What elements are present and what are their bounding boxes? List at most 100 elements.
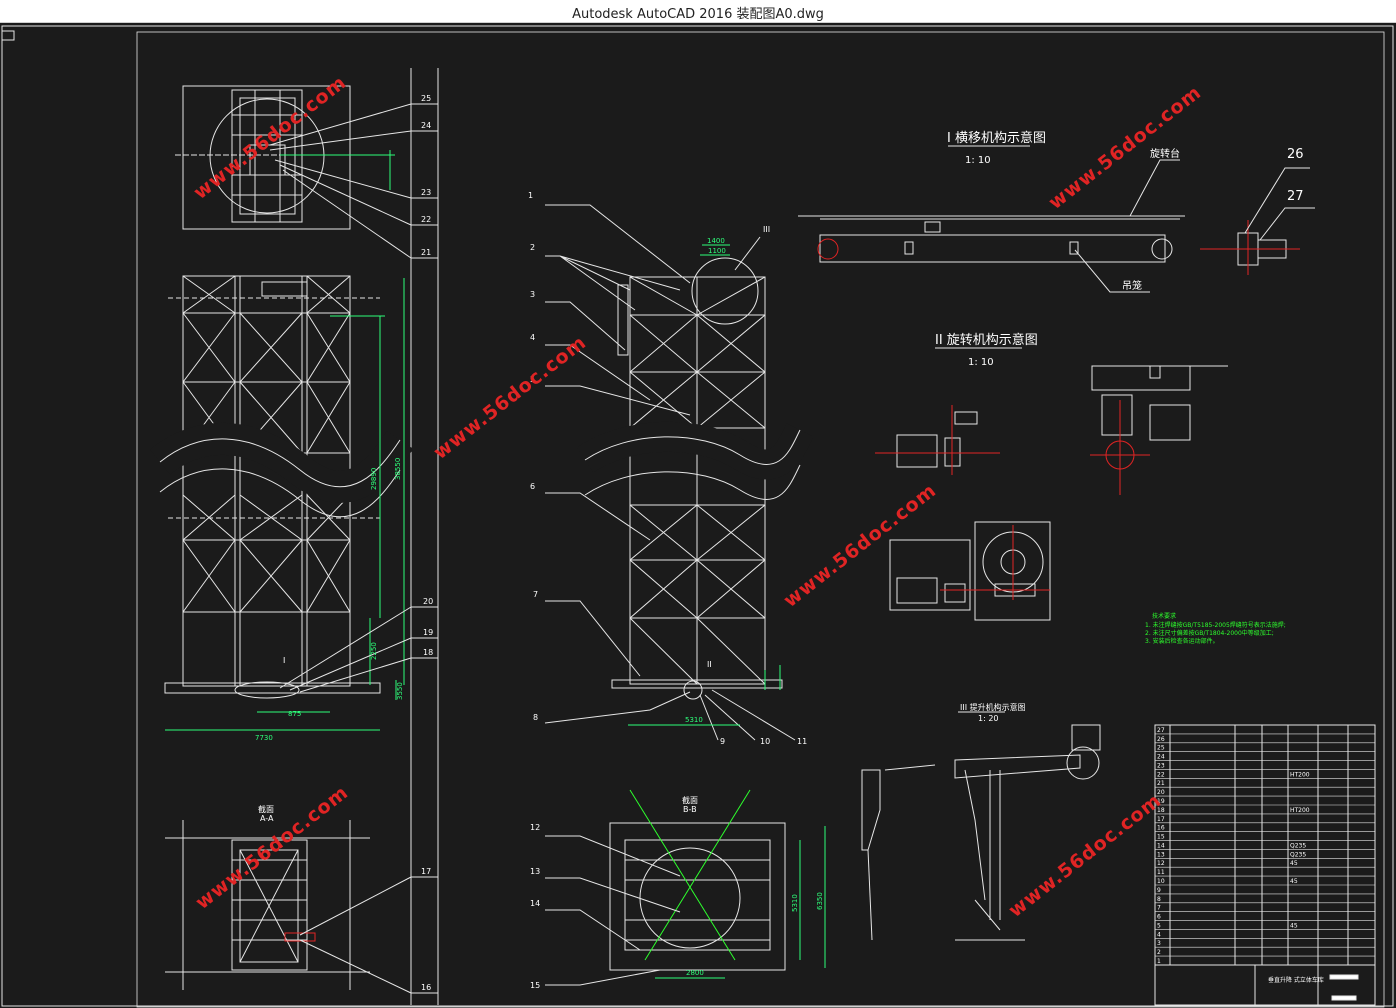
- callout-22: 22: [421, 215, 431, 224]
- parts-list-row-number: 19: [1157, 798, 1165, 805]
- parts-list-row-number: 20: [1157, 789, 1165, 796]
- detail-III-lifting: [861, 711, 1101, 941]
- callout-1: 1: [528, 191, 533, 200]
- callout-7: 7: [533, 590, 538, 599]
- callout-8: 8: [533, 713, 538, 722]
- callout-24: 24: [421, 121, 431, 130]
- dim-2800: 2800: [686, 969, 704, 977]
- callout-14: 14: [530, 899, 540, 908]
- watermark-5: www.56doc.com: [192, 781, 353, 914]
- dim-2250: 2250: [370, 642, 378, 660]
- callout-20: 20: [423, 597, 433, 606]
- parts-list-row-number: 22: [1157, 771, 1165, 778]
- dim-1100: 1100: [708, 247, 726, 255]
- watermark-6: www.56doc.com: [1005, 789, 1166, 922]
- parts-list-row-number: 2: [1157, 949, 1161, 956]
- front-elevation-right: [544, 204, 814, 741]
- parts-list-material: 45: [1290, 878, 1298, 885]
- detail-I-transverse: [798, 145, 1315, 293]
- tech-req-line-2: 2. 未注尺寸偏差按GB/T1804-2000中等级加工;: [1145, 629, 1274, 637]
- callout-2: 2: [530, 243, 535, 252]
- tech-req-line-1: 1. 未注焊缝按GB/T5185-2005焊缝符号表示法施焊;: [1145, 621, 1286, 629]
- watermark-2: www.56doc.com: [430, 331, 591, 464]
- window-title: Autodesk AutoCAD 2016 装配图A0.dwg: [572, 7, 824, 22]
- parts-list-row-number: 17: [1157, 816, 1165, 823]
- drawing-border: [1, 25, 1394, 1007]
- parts-list-row-number: 9: [1157, 887, 1161, 894]
- viewport-icon[interactable]: [1, 30, 15, 41]
- parts-list-row-number: 24: [1157, 754, 1165, 761]
- section-aa-sub: A-A: [260, 814, 274, 823]
- section-bb-sub: B-B: [683, 805, 697, 814]
- callout-11: 11: [797, 737, 807, 746]
- parts-list-row-number: 27: [1157, 727, 1165, 734]
- parts-list-row-number: 10: [1157, 878, 1165, 885]
- callout-25: 25: [421, 94, 431, 103]
- parts-list-material: 45: [1290, 922, 1298, 929]
- tech-req-title: 技术要求: [1152, 612, 1176, 620]
- parts-list-row-number: 26: [1157, 736, 1165, 743]
- parts-list-row-number: 7: [1157, 905, 1161, 912]
- callout-15: 15: [530, 981, 540, 990]
- callout-9: 9: [720, 737, 725, 746]
- callout-19: 19: [423, 628, 433, 637]
- watermark-1: www.56doc.com: [190, 71, 351, 204]
- parts-list-material: Q235: [1290, 842, 1306, 849]
- callout-16: 16: [421, 983, 431, 992]
- detail-I-scale: 1: 10: [965, 155, 991, 166]
- marker-II: II: [707, 660, 712, 669]
- callout-4: 4: [530, 333, 535, 342]
- callout-10: 10: [760, 737, 770, 746]
- callout-12: 12: [530, 823, 540, 832]
- callout-5: 5: [530, 375, 535, 384]
- dim-38550: 38550: [394, 458, 402, 480]
- parts-list-row-number: 1: [1157, 958, 1161, 965]
- dim-29890: 29890: [370, 468, 378, 490]
- label-cage: 吊笼: [1122, 279, 1142, 292]
- section-bb-view: [545, 789, 826, 986]
- parts-list-row-number: 12: [1157, 860, 1165, 867]
- dim-3550: 3550: [396, 682, 404, 700]
- parts-list-row-number: 13: [1157, 851, 1165, 858]
- parts-list-numbers: 2726252423222120191817161514131211109876…: [1157, 727, 1310, 965]
- marker-III: III: [763, 225, 770, 234]
- section-aa-title: 截面: [258, 804, 274, 814]
- parts-list-material: Q235: [1290, 851, 1306, 858]
- parts-list-row-number: 21: [1157, 780, 1165, 787]
- callout-27: 27: [1287, 189, 1304, 204]
- detail-II-rotation: [875, 347, 1228, 621]
- callout-21: 21: [421, 248, 431, 257]
- dim-6350: 6350: [816, 892, 824, 910]
- parts-list-row-number: 23: [1157, 762, 1165, 769]
- title-bar: Autodesk AutoCAD 2016 装配图A0.dwg: [0, 0, 1396, 23]
- parts-list-row-number: 3: [1157, 940, 1161, 947]
- parts-list-material: HT200: [1290, 807, 1310, 814]
- parts-list-row-number: 25: [1157, 745, 1165, 752]
- plan-view-top: [175, 85, 412, 259]
- dim-5310: 5310: [685, 716, 703, 724]
- detail-III-scale: 1: 20: [978, 714, 999, 723]
- title-block: [1154, 724, 1376, 1006]
- marker-I: I: [283, 656, 285, 665]
- parts-list-row-number: 5: [1157, 922, 1161, 929]
- callout-13: 13: [530, 867, 540, 876]
- watermark-4: www.56doc.com: [780, 479, 941, 612]
- callout-3: 3: [530, 290, 535, 299]
- dim-5310-bb: 5310: [791, 894, 799, 912]
- parts-list-row-number: 16: [1157, 825, 1165, 832]
- section-aa-view: [165, 820, 412, 994]
- callout-18: 18: [423, 648, 433, 657]
- parts-list-row-number: 6: [1157, 914, 1161, 921]
- detail-III-title: III 提升机构示意图: [960, 702, 1026, 712]
- callout-6: 6: [530, 482, 535, 491]
- parts-list-material: 45: [1290, 860, 1298, 867]
- parts-list-row-number: 14: [1157, 842, 1165, 849]
- parts-list-row-number: 18: [1157, 807, 1165, 814]
- title-block-name: 垂直升降 式立体车库: [1268, 976, 1324, 984]
- tech-req-line-3: 3. 安装后检查各运动部件。: [1145, 637, 1219, 645]
- dim-7730: 7730: [255, 734, 273, 742]
- callout-17: 17: [421, 867, 431, 876]
- parts-list-row-number: 4: [1157, 931, 1161, 938]
- parts-list-material: HT200: [1290, 771, 1310, 778]
